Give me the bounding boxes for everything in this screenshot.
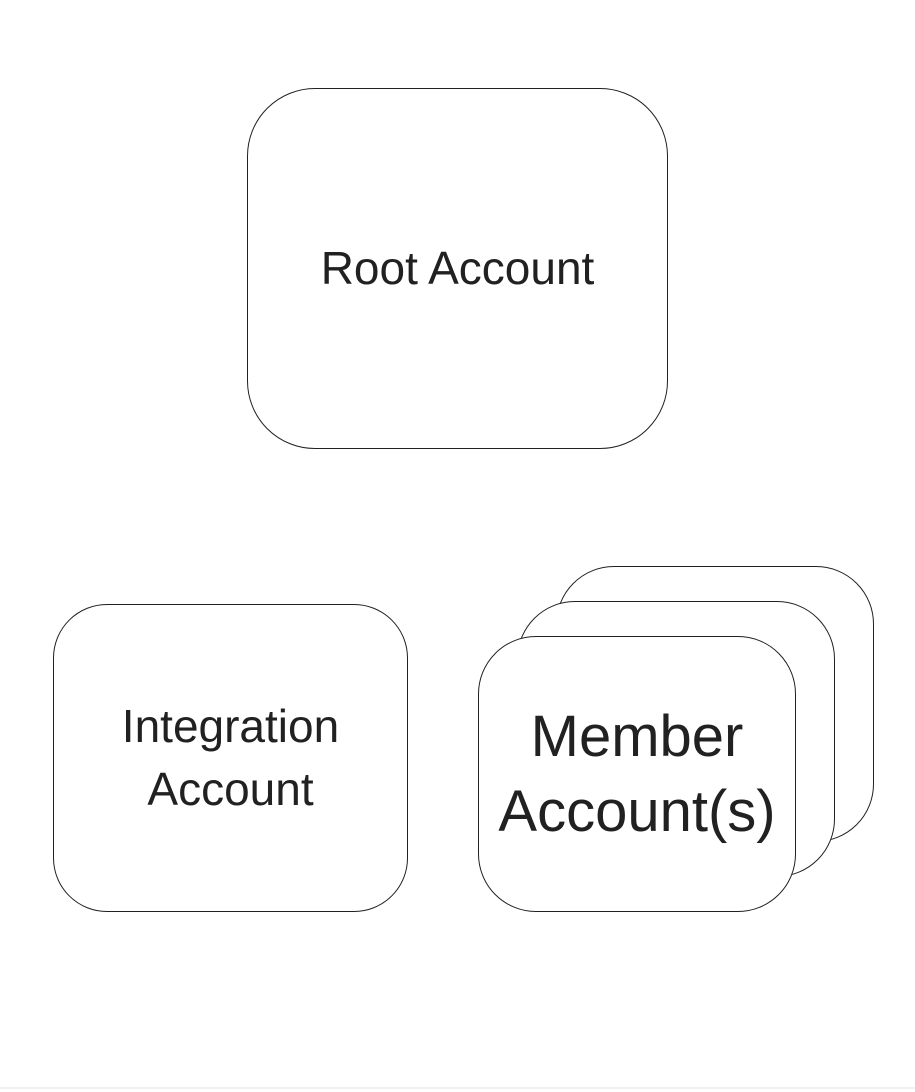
member-stack-card-front: Member Account(s) bbox=[478, 636, 796, 912]
member-accounts-label-line1: Member bbox=[530, 703, 744, 769]
integration-account-label-line1: Integration bbox=[121, 699, 340, 752]
root-account-label: Root Account bbox=[320, 242, 595, 295]
node-integration-account: Integration Account bbox=[53, 604, 408, 912]
integration-account-label-line2: Account bbox=[147, 763, 314, 815]
member-accounts-label-line2: Account(s) bbox=[498, 779, 776, 844]
bottom-divider-line bbox=[0, 1087, 915, 1089]
node-root-account: Root Account bbox=[247, 88, 668, 449]
